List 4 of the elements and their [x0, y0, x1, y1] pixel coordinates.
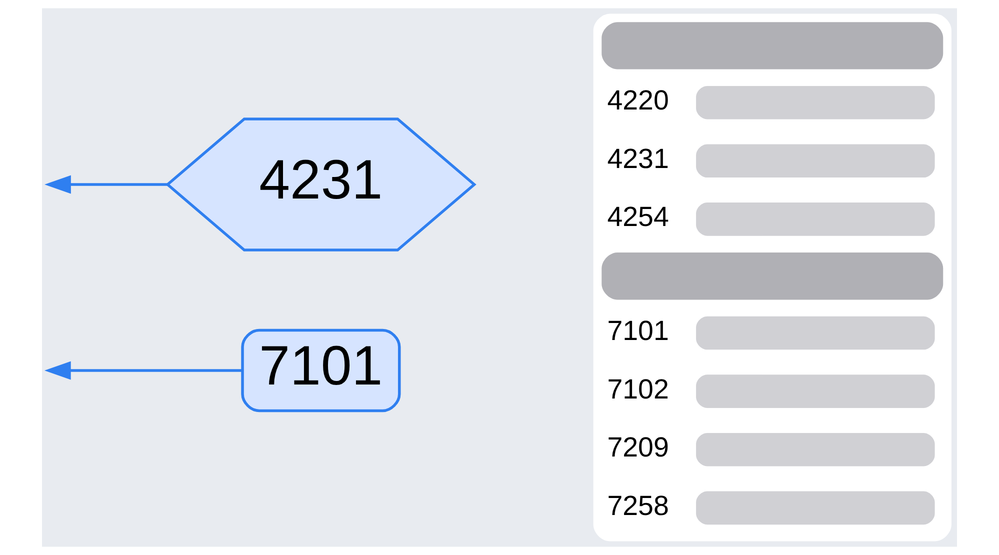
node-box: 4220 4231 4254 7101 7102 7209 7258: [593, 14, 952, 542]
node-box: 7101: [241, 328, 401, 412]
arrow: [44, 361, 242, 380]
arrow: [44, 175, 168, 194]
